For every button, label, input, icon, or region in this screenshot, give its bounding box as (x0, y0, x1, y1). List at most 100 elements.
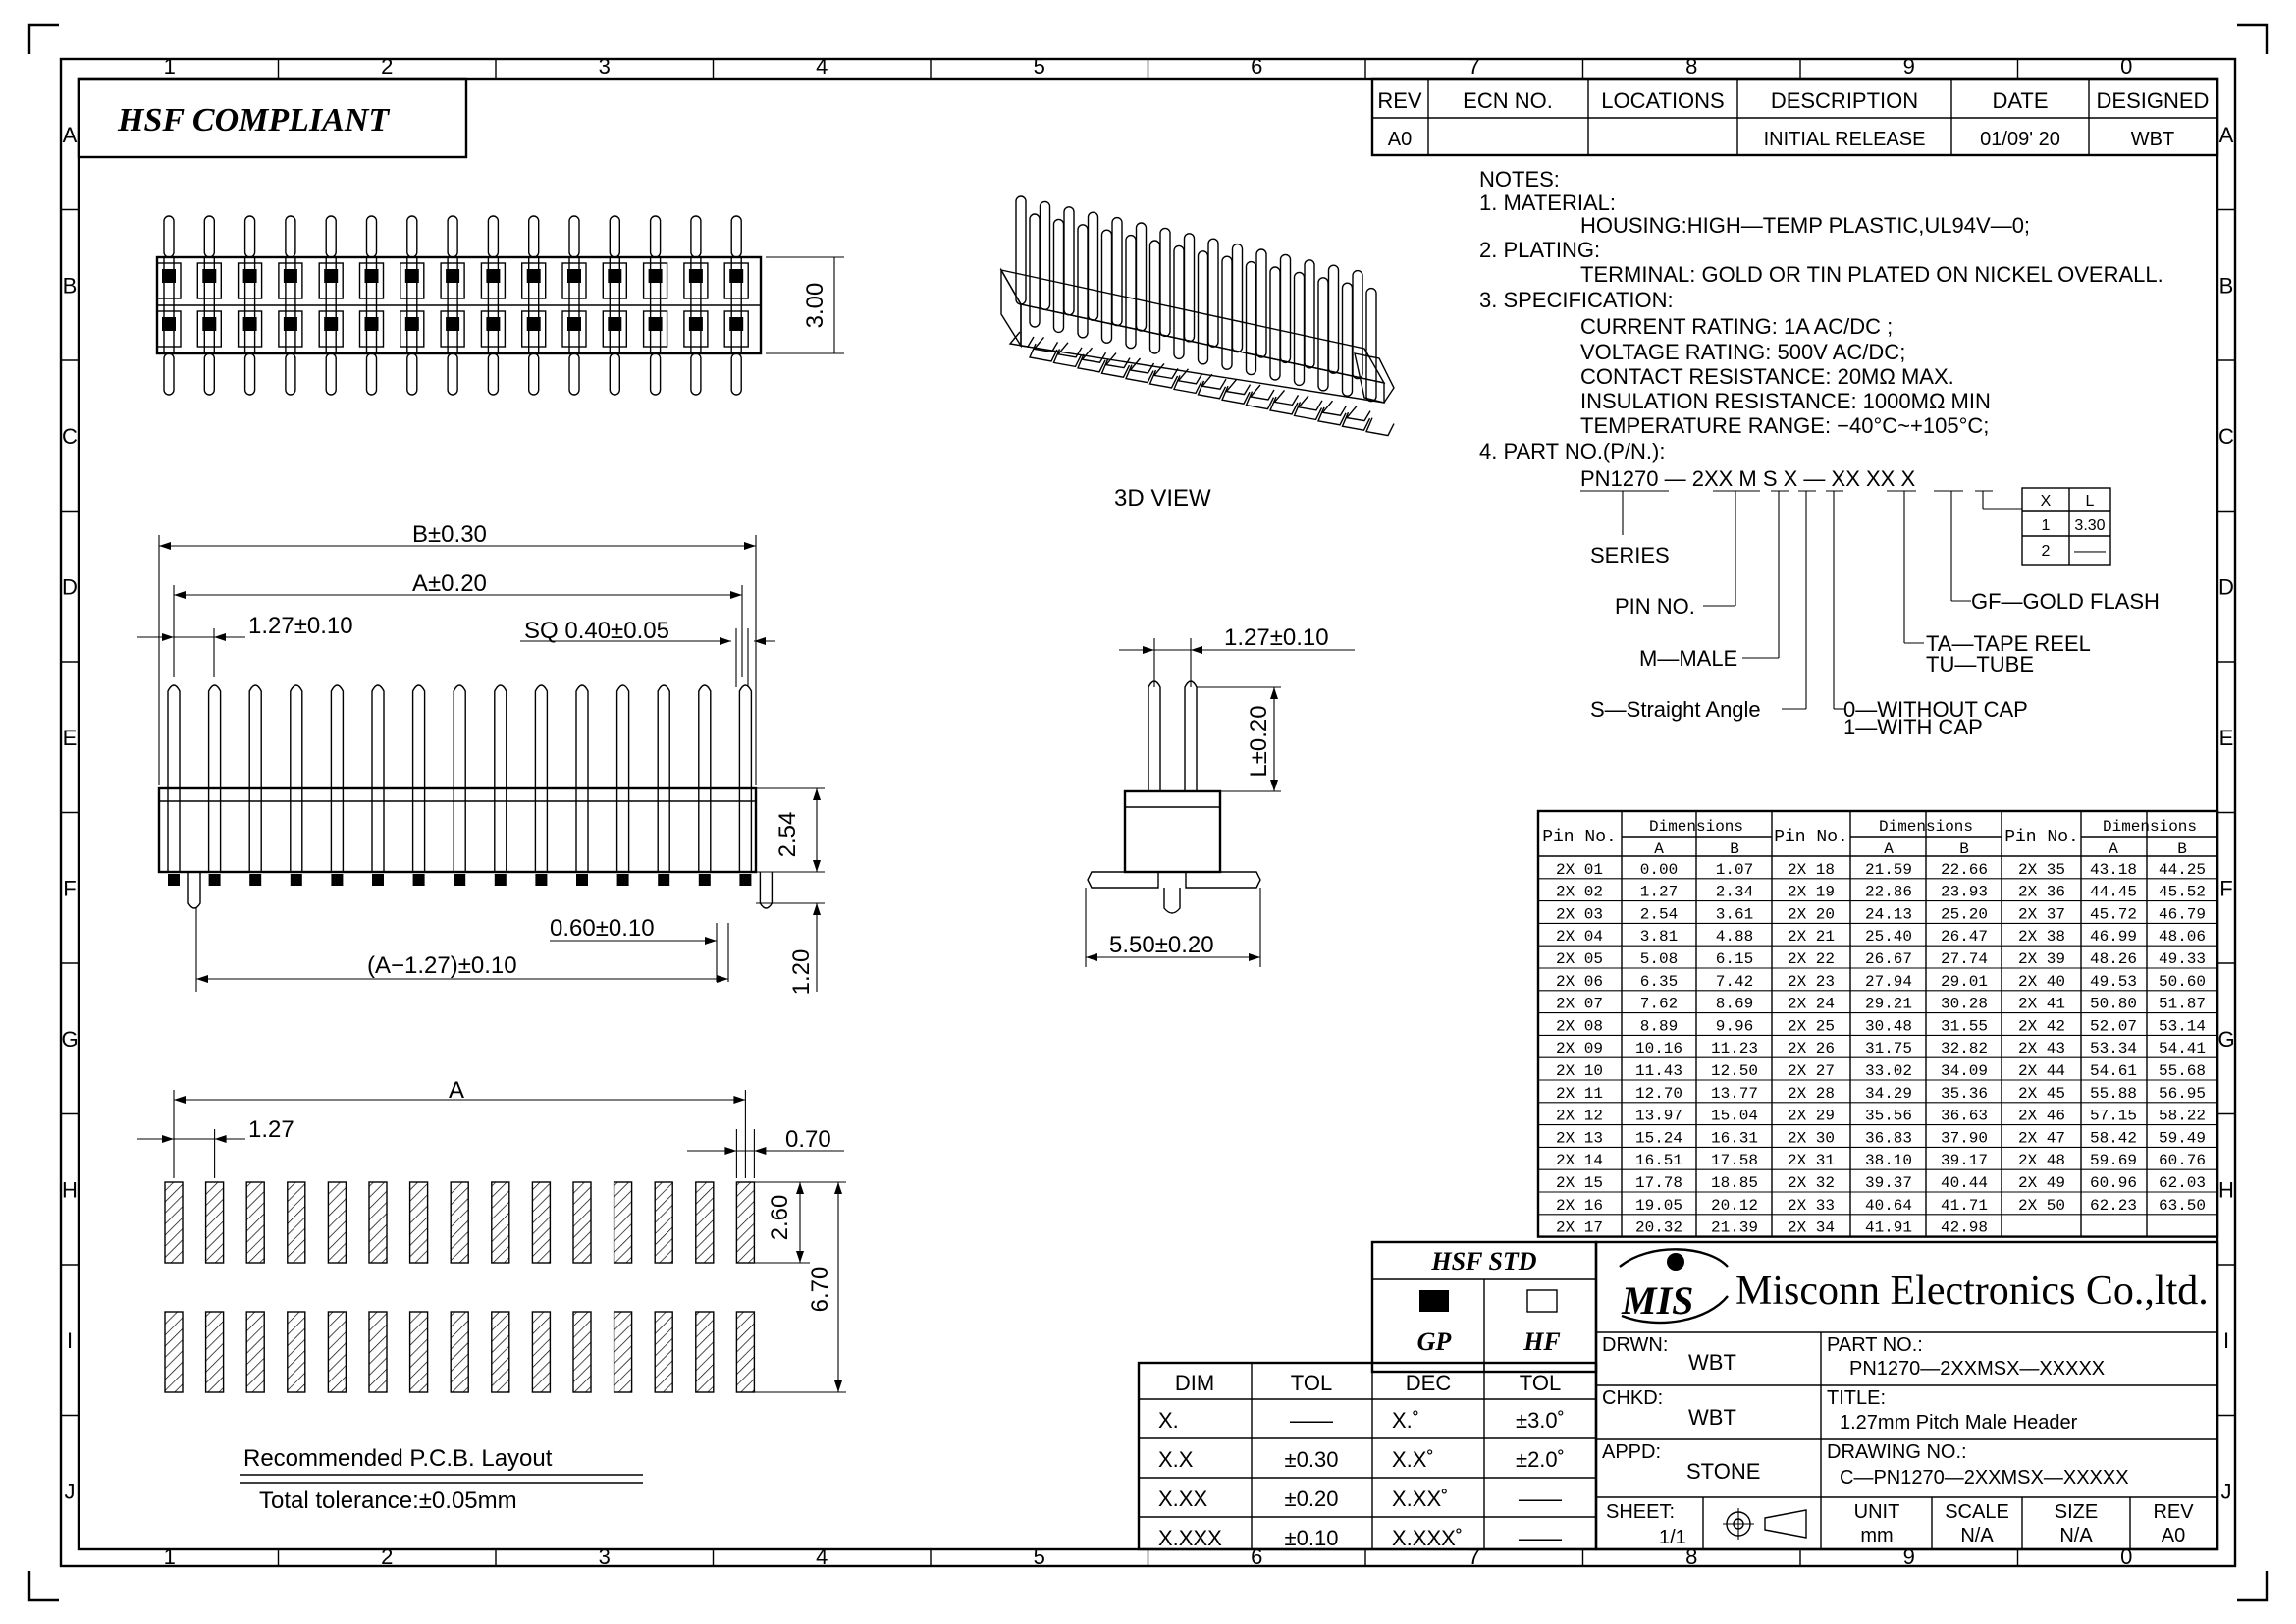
dim-table-cell: 2X 35 (2018, 861, 2065, 879)
dim-table-cell: 12.50 (1711, 1062, 1758, 1080)
zone-col-top: 5 (1034, 54, 1045, 79)
zone-col-bottom: 5 (1034, 1544, 1045, 1569)
dim-table-sub: A (1654, 840, 1664, 858)
dim-table-cell: 54.61 (2090, 1062, 2137, 1080)
dim-table-cell: 5.08 (1640, 950, 1678, 968)
dim-table-cell: 2X 49 (2018, 1174, 2065, 1192)
dim-table-cell: 53.14 (2159, 1017, 2206, 1035)
tol-cell: ±3.0˚ (1516, 1408, 1565, 1433)
dim-table-header: Pin No. (1774, 828, 1848, 847)
dim-table-cell: 55.88 (2090, 1085, 2137, 1103)
tol-cell: X.X (1158, 1447, 1194, 1472)
projection-symbol-icon (1723, 1508, 1807, 1540)
rev-row-cell: WBT (2131, 129, 2174, 150)
dim-table-cell: 43.18 (2090, 861, 2137, 879)
zone-row-left: D (62, 574, 78, 599)
zone-row-right: H (2218, 1177, 2234, 1202)
dim-table-cell: 2X 15 (1556, 1174, 1603, 1192)
notes-line: 1. MATERIAL: (1479, 190, 1616, 215)
notes-line: 3. SPECIFICATION: (1479, 288, 1674, 312)
dim-table-cell: 19.05 (1635, 1197, 1682, 1215)
dim-2-54-label: 2.54 (774, 812, 801, 858)
pcb-dim-a-label: A (449, 1077, 464, 1104)
dim-table-cell: 57.15 (2090, 1108, 2137, 1125)
rev-header-cell: REV (1377, 88, 1422, 113)
dim-table-cell: 2X 22 (1788, 950, 1835, 968)
dim-table-cell: 2X 28 (1788, 1085, 1835, 1103)
dim-table-cell: 2X 47 (2018, 1129, 2065, 1147)
pn-male: M—MALE (1639, 646, 1737, 671)
dim-table-cell: 2X 43 (2018, 1040, 2065, 1057)
dim-table-cell: 46.79 (2159, 905, 2206, 923)
xl-cell: 3.30 (2074, 517, 2105, 534)
dim-table-cell: 49.53 (2090, 973, 2137, 991)
zone-col-bottom: 7 (1468, 1544, 1480, 1569)
dim-table-cell: 62.03 (2159, 1174, 2206, 1192)
dim-table-cell: 7.62 (1640, 996, 1678, 1013)
appd-label: APPD: (1602, 1441, 1661, 1463)
front-view (137, 535, 825, 992)
tol-cell: —— (1519, 1526, 1562, 1550)
zone-row-left: A (63, 123, 78, 147)
pn-pin-no: PIN NO. (1615, 594, 1695, 619)
dim-l-label: L±0.20 (1246, 705, 1272, 777)
dim-table-cell: 2X 34 (1788, 1219, 1835, 1237)
pcb-dim-2-60-label: 2.60 (767, 1195, 793, 1241)
dim-table-cell: 2X 02 (1556, 884, 1603, 901)
pn-tube: TU—TUBE (1926, 652, 2034, 677)
tol-cell: ±0.30 (1285, 1447, 1339, 1472)
part-no-value: PN1270—2XXMSX—XXXXX (1849, 1358, 2105, 1380)
dim-table-cell: 2X 26 (1788, 1040, 1835, 1057)
dim-table-cell: 50.60 (2159, 973, 2206, 991)
dim-table-cell: 48.06 (2159, 928, 2206, 946)
dim-table-cell: 2.54 (1640, 905, 1678, 923)
zone-col-bottom: 0 (2120, 1544, 2132, 1569)
hsf-std-box: HSF STD GP HF (1370, 1240, 1598, 1374)
zone-col-bottom: 4 (816, 1544, 828, 1569)
dim-table-header: Dimensions (1879, 818, 1973, 836)
dim-table-cell: 2X 01 (1556, 861, 1603, 879)
dim-table-sub: A (1884, 840, 1894, 858)
dim-table-cell: 34.29 (1865, 1085, 1912, 1103)
rev-header-cell: DESIGNED (2097, 88, 2210, 113)
zone-row-right: D (2218, 574, 2234, 599)
rev-label: REV (2153, 1501, 2194, 1523)
zone-col-top: 1 (164, 54, 176, 79)
dim-table-cell: 2X 08 (1556, 1017, 1603, 1035)
chkd-value: WBT (1688, 1405, 1736, 1430)
dim-table-cell: 2X 46 (2018, 1108, 2065, 1125)
dim-table-cell: 2X 44 (2018, 1062, 2065, 1080)
zone-row-left: F (63, 876, 76, 900)
dim-3-00: 3.00 (766, 256, 844, 354)
dim-table-cell: 25.40 (1865, 928, 1912, 946)
dim-table-cell: 40.44 (1941, 1174, 1988, 1192)
dim-table-cell: 59.49 (2159, 1129, 2206, 1147)
notes-line: 4. PART NO.(P/N.): (1479, 439, 1665, 463)
zone-row-right: B (2219, 273, 2234, 298)
zone-row-left: E (63, 726, 78, 750)
tol-cell: ±0.20 (1285, 1487, 1339, 1511)
dim-table-cell: 7.42 (1716, 973, 1753, 991)
dim-table-cell: 31.75 (1865, 1040, 1912, 1057)
notes-line: 2. PLATING: (1479, 238, 1600, 262)
rev-header-cell: DATE (1992, 88, 2048, 113)
tol-cell: X.˚ (1392, 1408, 1419, 1433)
pn-tape: TA—TAPE REEL (1926, 631, 2091, 656)
dim-table-cell: 53.34 (2090, 1040, 2137, 1057)
zone-row-right: C (2218, 424, 2234, 449)
rev-row-cell: A0 (1388, 129, 1412, 150)
dim-pitch-label: 1.27±0.10 (248, 613, 353, 639)
dim-table-cell: 1.07 (1716, 861, 1753, 879)
dim-table-cell: 44.25 (2159, 861, 2206, 879)
dim-table-cell: 2X 14 (1556, 1152, 1603, 1169)
dim-table-cell: 26.47 (1941, 928, 1988, 946)
dim-table-cell: 34.09 (1941, 1062, 1988, 1080)
company-name: Misconn Electronics Co.,ltd. (1735, 1269, 2209, 1314)
dim-table-cell: 30.28 (1941, 996, 1988, 1013)
dim-table-sub: A (2109, 840, 2118, 858)
dim-table-cell: 1.27 (1640, 884, 1678, 901)
tol-header: TOL (1291, 1371, 1332, 1395)
rev-header-cell: DESCRIPTION (1771, 88, 1918, 113)
appd-value: STONE (1686, 1459, 1760, 1484)
